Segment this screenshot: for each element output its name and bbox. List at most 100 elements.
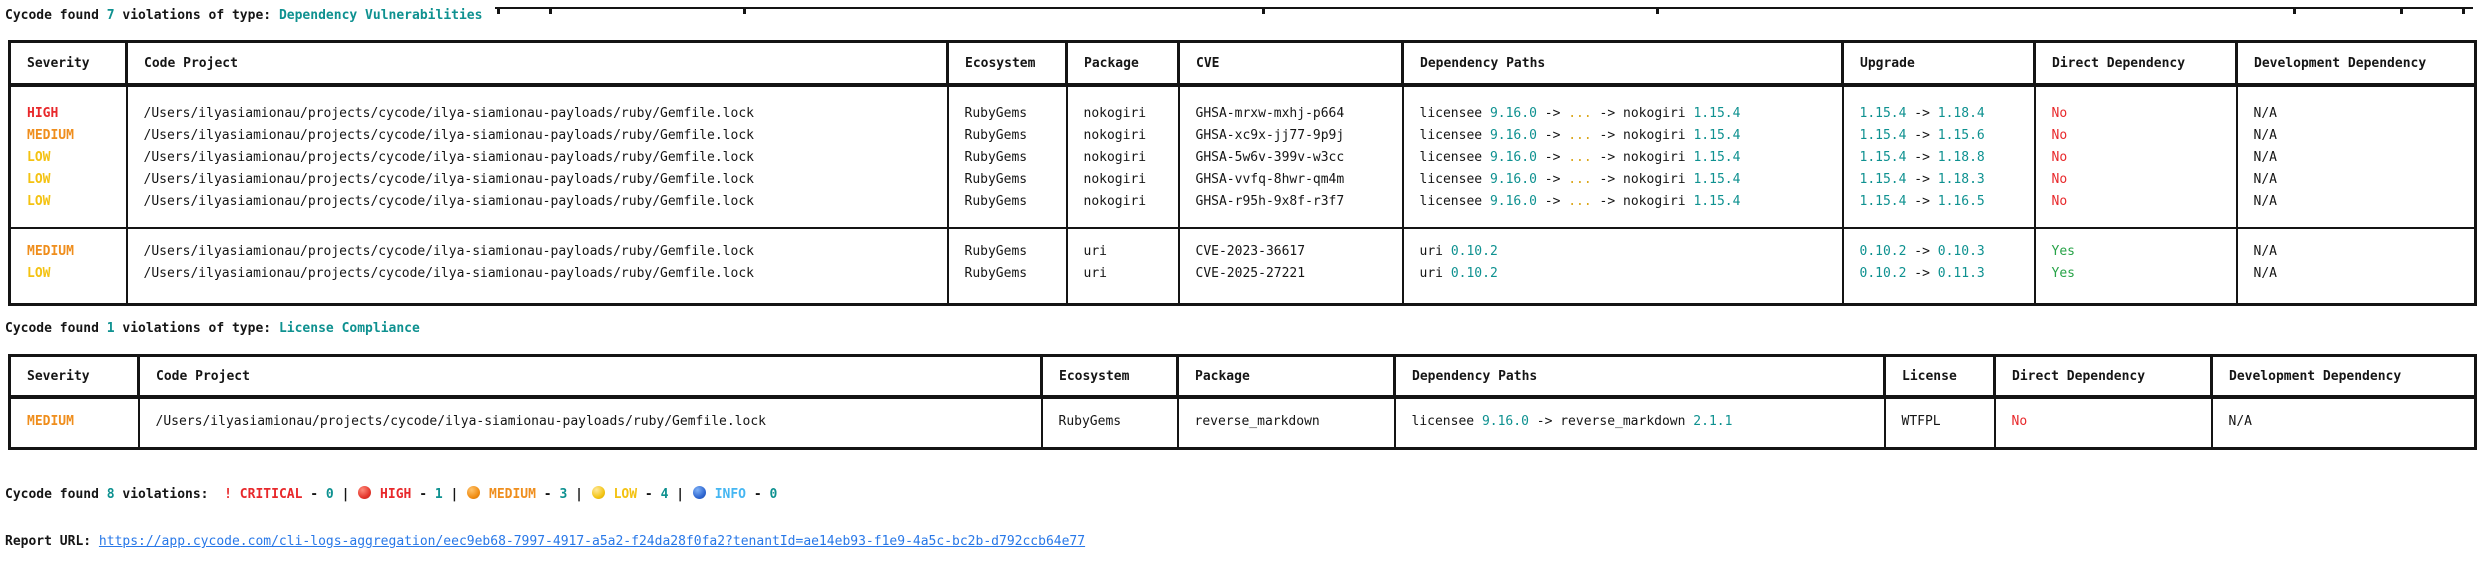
- cutoff-tick: [2400, 7, 2403, 14]
- text-segment: licensee: [1419, 106, 1490, 121]
- text-segment: RubyGems: [964, 172, 1028, 187]
- cell-cve: GHSA-vvfq-8hwr-qm4m: [1177, 169, 1403, 191]
- text-segment: licensee: [1419, 150, 1490, 165]
- cell-package: nokogiri: [1065, 169, 1179, 191]
- text-segment: N/A: [2253, 244, 2277, 259]
- table-row: HIGH/Users/ilyasiamionau/projects/cycode…: [10, 85, 2476, 125]
- table-row: LOW/Users/ilyasiamionau/projects/cycode/…: [10, 191, 2476, 228]
- text-segment: LOW: [27, 266, 51, 281]
- text-segment: |: [567, 487, 591, 502]
- text-segment: nokogiri: [1083, 172, 1147, 187]
- cell-code-project: /Users/ilyasiamionau/projects/cycode/ily…: [125, 263, 948, 305]
- text-segment: -: [637, 487, 661, 502]
- text-segment: RubyGems: [964, 128, 1028, 143]
- report-url-link[interactable]: https://app.cycode.com/cli-logs-aggregat…: [98, 534, 1086, 549]
- text-segment: ->: [1536, 172, 1569, 187]
- row-group-1: MEDIUM/Users/ilyasiamionau/projects/cyco…: [10, 397, 2476, 449]
- cell-license: WTFPL: [1883, 397, 1995, 449]
- text-segment: ->: [1536, 150, 1569, 165]
- cell-development-dependency: N/A: [2235, 191, 2476, 228]
- text-segment: 1.15.4: [1693, 150, 1741, 165]
- cell-package: nokogiri: [1065, 191, 1179, 228]
- text-segment: /Users/ilyasiamionau/projects/cycode/ily…: [143, 172, 754, 187]
- text-segment: 1.15.4: [1859, 106, 1907, 121]
- text-segment: licensee: [1419, 128, 1490, 143]
- column-header-package: Package: [1176, 355, 1395, 399]
- cell-direct-dependency: No: [2033, 125, 2237, 147]
- cutoff-tick: [497, 7, 500, 14]
- cell-package: reverse_markdown: [1176, 397, 1395, 449]
- section-heading-dependency-vulnerabilities: Cycode found 7 violations of type: Depen…: [0, 7, 2481, 25]
- text-segment: -: [302, 487, 326, 502]
- text-segment: INFO: [706, 487, 747, 502]
- table-row: LOW/Users/ilyasiamionau/projects/cycode/…: [10, 263, 2476, 305]
- text-segment: Cycode found: [5, 8, 107, 23]
- cell-dependency-paths: licensee 9.16.0 -> ... -> nokogiri 1.15.…: [1401, 125, 1843, 147]
- table-row: LOW/Users/ilyasiamionau/projects/cycode/…: [10, 147, 2476, 169]
- text-segment: LOW: [27, 150, 51, 165]
- text-segment: HIGH: [27, 106, 59, 121]
- text-segment: |: [442, 487, 467, 502]
- cell-development-dependency: N/A: [2235, 169, 2476, 191]
- text-segment: ...: [1568, 150, 1592, 165]
- text-segment: Dependency Vulnerabilities: [278, 8, 483, 23]
- text-segment: No: [2051, 106, 2068, 121]
- text-segment: uri: [1419, 244, 1451, 259]
- cycode-cli-report: Cycode found 7 violations of type: Depen…: [0, 7, 2481, 551]
- text-segment: N/A: [2253, 106, 2277, 121]
- cell-ecosystem: RubyGems: [946, 147, 1067, 169]
- column-header-package: Package: [1065, 41, 1179, 87]
- cell-ecosystem: RubyGems: [946, 228, 1067, 263]
- cell-upgrade: 1.15.4 -> 1.16.5: [1841, 191, 2035, 228]
- column-header-direct-dependency: Direct Dependency: [2033, 41, 2237, 87]
- cell-ecosystem: RubyGems: [1040, 397, 1178, 449]
- text-segment: WTFPL: [1901, 414, 1941, 429]
- cell-upgrade: 1.15.4 -> 1.18.4: [1841, 85, 2035, 125]
- text-segment: 1.15.4: [1693, 128, 1741, 143]
- cell-code-project: /Users/ilyasiamionau/projects/cycode/ily…: [125, 85, 948, 125]
- text-segment: RubyGems: [964, 150, 1028, 165]
- text-segment: 9.16.0: [1489, 172, 1537, 187]
- text-segment: nokogiri: [1083, 150, 1147, 165]
- text-segment: 1: [106, 321, 115, 336]
- column-header-ecosystem: Ecosystem: [946, 41, 1067, 87]
- text-segment: |: [668, 487, 692, 502]
- column-header-development-dependency: Development Dependency: [2210, 355, 2476, 399]
- cell-development-dependency: N/A: [2235, 85, 2476, 125]
- text-segment: CVE-2025-27221: [1195, 266, 1306, 281]
- text-segment: /Users/ilyasiamionau/projects/cycode/ily…: [143, 150, 754, 165]
- text-segment: 9.16.0: [1481, 414, 1529, 429]
- text-segment: 0.10.2: [1450, 244, 1498, 259]
- text-segment: N/A: [2253, 266, 2277, 281]
- text-segment: N/A: [2253, 150, 2277, 165]
- column-header-ecosystem: Ecosystem: [1040, 355, 1178, 399]
- text-segment: /Users/ilyasiamionau/projects/cycode/ily…: [143, 194, 754, 209]
- text-segment: No: [2051, 128, 2068, 143]
- cell-cve: GHSA-r95h-9x8f-r3f7: [1177, 191, 1403, 228]
- text-segment: 1.15.4: [1859, 150, 1907, 165]
- cell-ecosystem: RubyGems: [946, 169, 1067, 191]
- text-segment: licensee: [1411, 414, 1482, 429]
- text-segment: CVE-2023-36617: [1195, 244, 1306, 259]
- column-header-license: License: [1883, 355, 1995, 399]
- text-segment: ...: [1568, 106, 1592, 121]
- text-segment: LOW: [27, 194, 51, 209]
- column-header-development-dependency: Development Dependency: [2235, 41, 2476, 87]
- text-segment: 0.10.2: [1859, 244, 1907, 259]
- cell-direct-dependency: No: [2033, 147, 2237, 169]
- cell-severity: LOW: [10, 169, 127, 191]
- red-circle-icon: [358, 486, 372, 499]
- cell-cve: GHSA-5w6v-399v-w3cc: [1177, 147, 1403, 169]
- row-group-2: MEDIUM/Users/ilyasiamionau/projects/cyco…: [9, 228, 2476, 305]
- text-segment: licensee: [1419, 172, 1490, 187]
- text-segment: LOW: [605, 487, 638, 502]
- text-segment: -: [411, 487, 435, 502]
- orange-circle-icon: [467, 486, 481, 499]
- cell-upgrade: 0.10.2 -> 0.10.3: [1841, 228, 2035, 263]
- text-segment: ...: [1568, 128, 1592, 143]
- cell-code-project: /Users/ilyasiamionau/projects/cycode/ily…: [125, 228, 948, 263]
- column-header-upgrade: Upgrade: [1841, 41, 2035, 87]
- text-segment: |: [333, 487, 358, 502]
- cutoff-tick: [743, 7, 746, 14]
